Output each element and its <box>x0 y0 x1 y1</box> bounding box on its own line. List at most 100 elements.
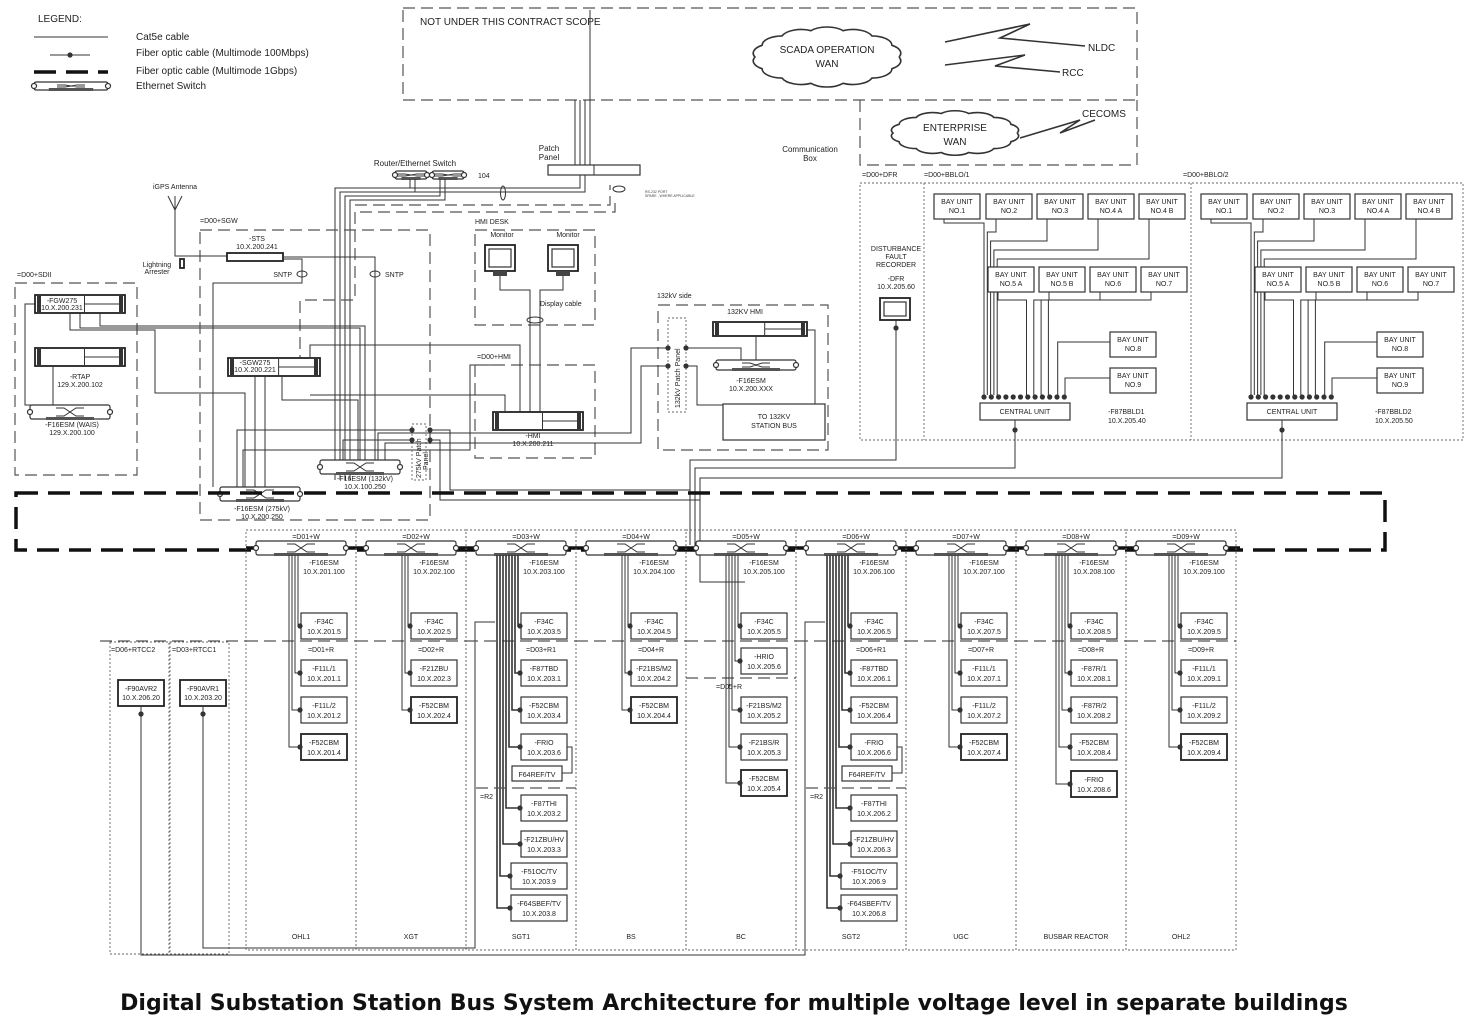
device-name: -F87BBLD1 <box>1108 409 1145 416</box>
device-name: -F21ZBU <box>420 666 448 673</box>
legend-switch-icon <box>30 81 112 91</box>
switch-port-strip <box>274 553 328 556</box>
device-name: -F16ESM <box>309 560 339 567</box>
cable <box>1047 292 1152 395</box>
cable <box>349 179 446 480</box>
device-name: -F21BS/R <box>749 740 780 747</box>
cable <box>1171 555 1181 711</box>
kv132-hmi-device <box>712 321 808 337</box>
device-name: -F16ESM <box>1189 560 1219 567</box>
fiber-connector-icon <box>517 707 523 713</box>
switch-cross <box>397 173 425 177</box>
device-ip: 10.X.203.5 <box>527 629 561 636</box>
device-ip: 10.X.203.9 <box>522 879 556 886</box>
cable <box>310 394 506 412</box>
display-cable-bundle-icon <box>526 316 544 324</box>
device-name: -F52CBM <box>969 740 999 747</box>
switch-port <box>252 544 260 552</box>
device-name: -F16ESM <box>639 560 669 567</box>
cable <box>496 555 511 909</box>
bay-unit-label: BAY UNIT <box>1148 272 1180 279</box>
device-name: -F90AVR2 <box>125 686 157 693</box>
device-name: -F16ESM <box>969 560 999 567</box>
fiber-connector-icon <box>737 623 743 629</box>
switch-cross <box>1057 543 1085 553</box>
device-ear <box>801 323 805 335</box>
device-ip: 10.X.206.5 <box>857 629 891 636</box>
bay-unit-box <box>1036 193 1084 220</box>
switch-cross <box>617 543 645 553</box>
device-ip: 10.X.200.XXX <box>729 386 773 393</box>
bay-unit-box <box>1109 367 1157 394</box>
bay-unit-number: NO.7 <box>1156 281 1172 288</box>
cable <box>1058 555 1071 748</box>
device-body <box>492 411 584 431</box>
switch-port <box>802 544 810 552</box>
rtcc-panel-label: =D03+RTCC1 <box>172 647 216 654</box>
cable <box>1331 377 1377 395</box>
ied-device <box>300 696 348 724</box>
device-name: -F87BBLD2 <box>1375 409 1412 416</box>
bay-unit-box <box>1252 193 1300 220</box>
ied-device <box>740 769 788 797</box>
ied-device <box>630 612 678 640</box>
device-name: -F87R/2 <box>1081 703 1106 710</box>
ied-device <box>630 696 678 724</box>
device-body <box>712 321 808 337</box>
ied-device <box>1180 659 1228 687</box>
cable <box>997 292 1027 395</box>
cable <box>505 555 521 809</box>
ied-device <box>520 659 568 687</box>
dfr-label: RECORDER <box>876 262 916 269</box>
cable <box>539 276 564 412</box>
device-name: -F52CBM <box>309 740 339 747</box>
device-ip: 10.X.200.211 <box>512 441 553 448</box>
switch-port-strip <box>824 553 878 556</box>
gps-antenna-label: iGPS Antenna <box>153 184 197 191</box>
cable <box>377 347 668 460</box>
fiber-connector-icon <box>627 623 633 629</box>
cable <box>826 555 841 909</box>
bay-unit-box <box>1089 266 1137 293</box>
bay-panel-r-label: =D06+R1 <box>856 647 886 654</box>
bay-unit-number: NO.7 <box>1423 281 1439 288</box>
device-ip: 10.X.207.4 <box>967 750 1001 757</box>
ied-device <box>520 794 568 822</box>
fiber-connector-icon <box>297 744 303 750</box>
switch-port-strip <box>438 177 458 180</box>
bay-panel-r-label: =D07+R <box>968 647 994 654</box>
device-name: -F64SBEF/TV <box>517 901 561 908</box>
sgw-panel-label: =D00+SGW <box>200 218 238 225</box>
legend-title: LEGEND: <box>38 14 82 25</box>
fiber-connector-icon <box>507 905 513 911</box>
ied-device <box>300 612 348 640</box>
device-name: -F21ZBU/HV <box>854 837 894 844</box>
fiber-connector-icon <box>981 394 987 400</box>
switch-port <box>106 408 114 416</box>
fiber-connector-icon <box>837 905 843 911</box>
cable <box>1264 292 1294 395</box>
device-ip: 10.X.206.9 <box>852 879 886 886</box>
bay-name-label: BS <box>626 934 636 941</box>
bay-unit-label: BAY UNIT <box>1364 272 1396 279</box>
cable <box>943 219 985 395</box>
device-name: -F16ESM (275kV) <box>234 506 290 513</box>
diagram-caption: Digital Substation Station Bus System Ar… <box>120 991 1348 1016</box>
esm-132kv-switch-icon <box>316 459 404 475</box>
cable <box>384 365 668 460</box>
bay-unit-number: NO.4 B <box>1151 208 1174 215</box>
fiber-connector-icon <box>627 707 633 713</box>
device-ip: 10.X.202.5 <box>417 629 451 636</box>
wireless-link-icon <box>944 54 1061 73</box>
device-ip: 10.X.205.50 <box>1375 418 1413 425</box>
switch-cross <box>287 543 315 553</box>
bay-unit-label: BAY UNIT <box>1117 373 1149 380</box>
bay-unit-number: NO.3 <box>1052 208 1068 215</box>
device-name: -F51OC/TV <box>521 869 557 876</box>
bay-unit-box <box>1356 266 1404 293</box>
sntp-label: SNTP <box>385 272 404 279</box>
device-ip: 10.X.203.8 <box>522 911 556 918</box>
switch-cross <box>397 543 425 553</box>
cable <box>835 555 851 809</box>
bay-unit-label: BAY UNIT <box>1117 337 1149 344</box>
